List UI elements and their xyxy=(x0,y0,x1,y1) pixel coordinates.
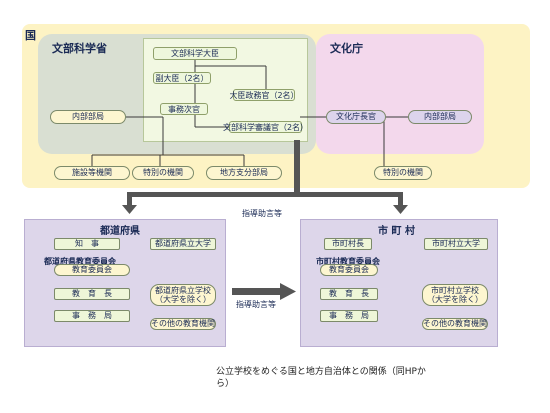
facilities-box: 施設等機関 xyxy=(54,166,130,180)
municipality-schools-box: 市町村立学校 （大学を除く） xyxy=(422,284,488,306)
guidance-label-middle: 指導助言等 xyxy=(236,300,276,309)
monbu-internal-box: 内部部局 xyxy=(50,110,126,124)
municipality-office-box: 事 務 局 xyxy=(320,310,378,322)
bunka-internal-box: 内部部局 xyxy=(408,110,472,124)
bunka-commissioner-box: 文化庁長官 xyxy=(326,110,386,124)
prefecture-university-box: 都道府県立大学 xyxy=(150,238,216,250)
vice-minister-admin-box: 事務次官 xyxy=(160,103,208,115)
municipality-other-box: その他の教育機関 xyxy=(422,318,488,330)
municipality-superintendent-box: 教 育 長 xyxy=(320,288,378,300)
municipality-title: 市 町 村 xyxy=(378,226,415,237)
mayor-box: 市町村長 xyxy=(324,238,372,250)
bunka-title: 文化庁 xyxy=(330,42,363,55)
bunka-panel xyxy=(316,34,484,154)
municipality-committee-box: 教育委員会 xyxy=(320,264,378,276)
monbu-title: 文部科学省 xyxy=(52,42,107,55)
prefecture-schools-line1: 都道府県立学校 xyxy=(155,285,211,295)
municipality-board-title: 市町村教育委員会 xyxy=(316,257,380,266)
municipality-schools-line1: 市町村立学校 xyxy=(431,285,479,295)
governor-box: 知 事 xyxy=(54,238,120,250)
vice-minister-box: 副大臣（2名） xyxy=(153,72,211,84)
local-branch-box: 地方支分部局 xyxy=(206,166,282,180)
municipal-university-box: 市町村立大学 xyxy=(424,238,488,250)
prefecture-committee-box: 教育委員会 xyxy=(54,264,130,276)
bunka-special-box: 特別の機関 xyxy=(374,166,432,180)
prefecture-title: 都道府県 xyxy=(100,226,140,237)
municipality-schools-line2: （大学を除く） xyxy=(427,295,483,304)
caption-line1: 公立学校をめぐる国と地方自治体との関係（同HPか xyxy=(216,367,426,377)
prefecture-other-box: その他の教育機関 xyxy=(150,318,216,330)
minister-box: 文部科学大臣 xyxy=(153,47,237,60)
national-label: 国 xyxy=(25,29,36,42)
prefecture-office-box: 事 務 局 xyxy=(54,310,130,322)
caption-line2: ら） xyxy=(216,378,235,389)
prefecture-board-title: 都道府県教育委員会 xyxy=(44,257,116,266)
prefecture-schools-line2: （大学を除く） xyxy=(155,295,211,304)
caption: 公立学校をめぐる国と地方自治体との関係（同HPか ら） xyxy=(216,367,536,390)
guidance-label-top: 指導助言等 xyxy=(242,209,282,218)
deliberation-box: 文部科学審議官（2名） xyxy=(222,121,309,133)
prefecture-superintendent-box: 教 育 長 xyxy=(54,288,130,300)
parl-secretary-box: 大臣政務官（2名） xyxy=(229,89,299,101)
prefecture-schools-box: 都道府県立学校 （大学を除く） xyxy=(150,284,216,306)
special-institution-box: 特別の機関 xyxy=(132,166,194,180)
